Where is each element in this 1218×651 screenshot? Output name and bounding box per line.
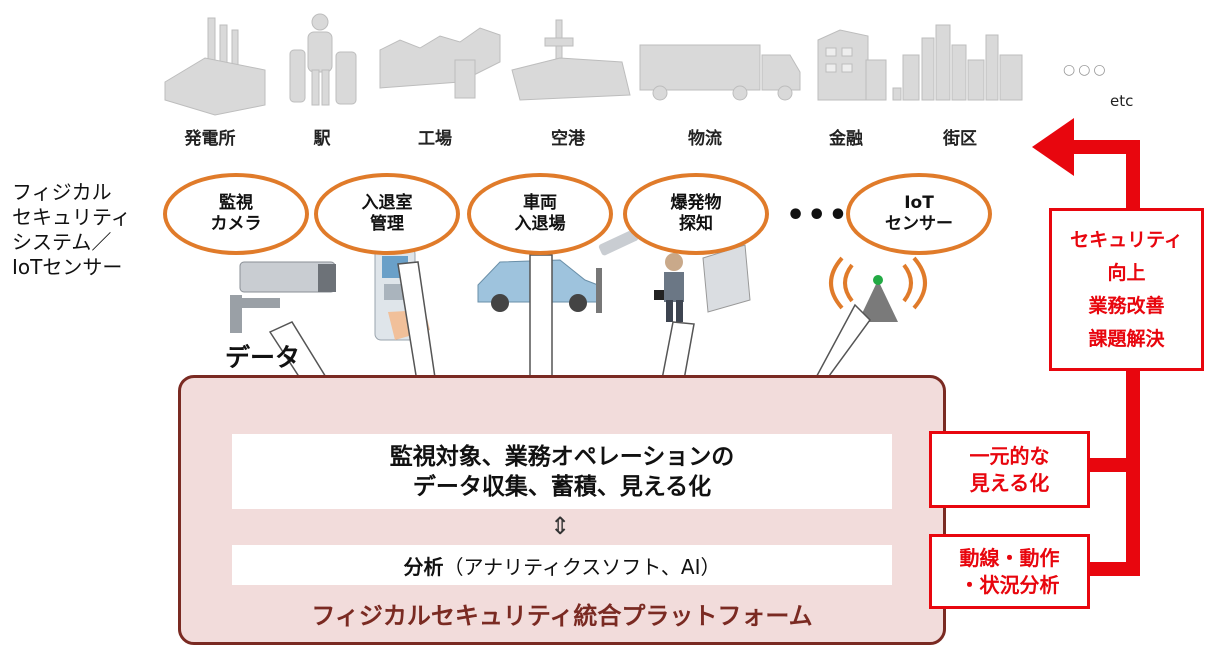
analysis-outcome-box: 動線・動作 ・状況分析 (929, 534, 1090, 609)
more-dots-icon: ○○○ (1063, 62, 1109, 78)
facilities-etc: etc (1110, 92, 1134, 110)
facility-label: 空港 (551, 129, 585, 149)
analysis-detail: （アナリティクスソフト、AI） (443, 554, 721, 579)
airport-icon (511, 19, 631, 101)
iot-sensor-icon (829, 256, 927, 322)
bidirectional-arrow-icon: ⇕ (550, 512, 571, 540)
ellipsis-dots: ••• (786, 198, 850, 233)
platform-title: フィジカルセキュリティ統合プラットフォーム (311, 602, 813, 630)
system-ellipse-access: 入退室 管理 (314, 173, 460, 255)
visualization-box: 一元的な 見える化 (929, 431, 1090, 508)
system-ellipse-camera: 監視 カメラ (163, 173, 309, 255)
facility-label: 金融 (829, 129, 863, 149)
system-ellipse-iot: IoT センサー (846, 173, 992, 255)
system-category-label: フィジカル セキュリティ システム／ IoTセンサー (12, 180, 131, 279)
bank-icon (817, 29, 887, 101)
analysis-box: 分析（アナリティクスソフト、AI） (232, 545, 892, 585)
power-plant-icon (164, 17, 266, 116)
facility-label: 発電所 (184, 129, 236, 149)
facility-label: 物流 (688, 129, 722, 149)
station-icon (289, 13, 357, 106)
facility-label: 工場 (418, 129, 452, 149)
city-icon (892, 24, 1023, 101)
facility-label: 街区 (943, 129, 977, 149)
data-collection-box: 監視対象、業務オペレーションの データ収集、蓄積、見える化 (232, 434, 892, 509)
facility-label: 駅 (313, 129, 331, 149)
explosive-detector-icon (654, 244, 751, 322)
system-ellipse-vehicle: 車両 入退場 (467, 173, 613, 255)
camera-icon (230, 261, 336, 333)
factory-icon (379, 27, 501, 99)
data-label: データ (225, 343, 301, 372)
improvement-box: セキュリティ 向上 業務改善 課題解決 (1049, 208, 1204, 371)
analysis-label: 分析 (403, 554, 444, 579)
system-ellipse-explosive: 爆発物 探知 (623, 173, 769, 255)
platform-panel (178, 375, 946, 645)
truck-icon (639, 44, 801, 101)
